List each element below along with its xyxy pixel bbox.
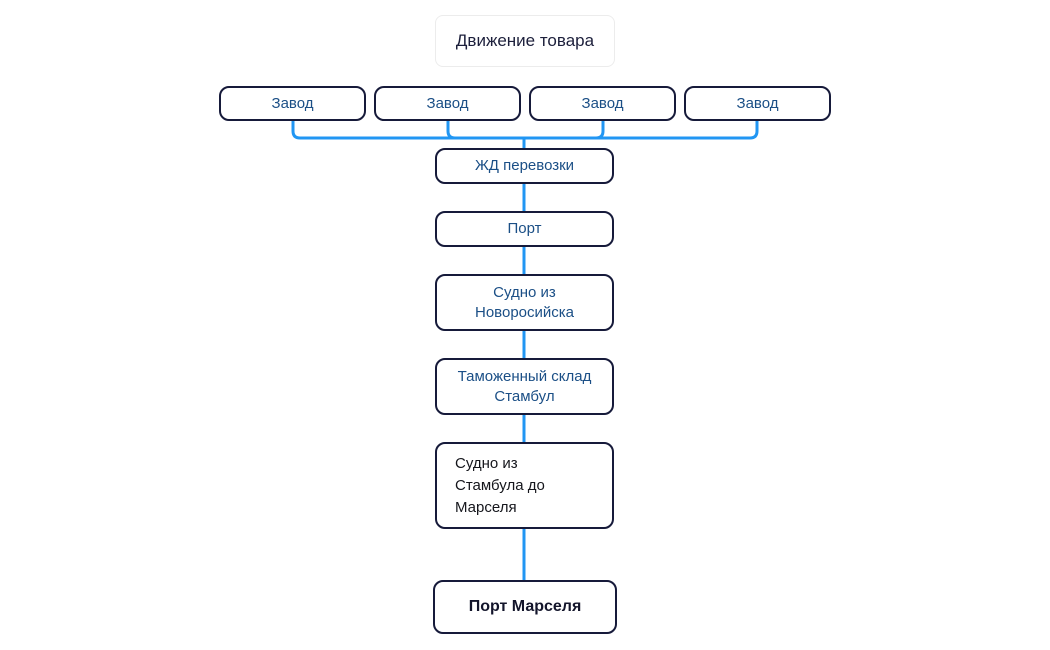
node-factory-1[interactable]: Завод <box>219 86 366 121</box>
node-port-label: Порт <box>507 220 542 237</box>
node-factory-2[interactable]: Завод <box>374 86 521 121</box>
node-customs-warehouse-istanbul[interactable]: Таможенный склад Стамбул <box>435 358 614 415</box>
connector-factory-3 <box>524 121 605 140</box>
node-factory-4[interactable]: Завод <box>684 86 831 121</box>
node-port-marseille[interactable]: Порт Марселя <box>433 580 617 634</box>
node-factory-1-label: Завод <box>271 94 314 112</box>
node-ship-istanbul-to-marseille[interactable]: Судно из Стамбула до Марселя <box>435 442 614 529</box>
node-ship-istanbul-to-marseille-label: Судно из Стамбула до Марселя <box>455 454 545 516</box>
node-factory-2-label: Завод <box>426 94 469 112</box>
node-factory-4-label: Завод <box>736 94 779 112</box>
connector-factory-1 <box>291 121 524 140</box>
node-port-marseille-label: Порт Марселя <box>468 598 582 615</box>
node-rail-transport[interactable]: ЖД перевозки <box>435 148 614 184</box>
diagram-title-card: Движение товара <box>435 15 615 67</box>
node-factory-3[interactable]: Завод <box>529 86 676 121</box>
node-customs-warehouse-istanbul-label: Таможенный склад Стамбул <box>457 367 592 405</box>
node-rail-transport-label: ЖД перевозки <box>474 157 575 174</box>
node-factory-3-label: Завод <box>581 94 624 112</box>
node-ship-novorossiysk-label: Судно из Новоросийска <box>475 283 574 321</box>
diagram-title-label: Движение товара <box>455 31 595 50</box>
node-port[interactable]: Порт <box>435 211 614 247</box>
connector-factory-2 <box>446 121 524 140</box>
node-ship-novorossiysk[interactable]: Судно из Новоросийска <box>435 274 614 331</box>
connector-factory-4 <box>524 121 759 140</box>
